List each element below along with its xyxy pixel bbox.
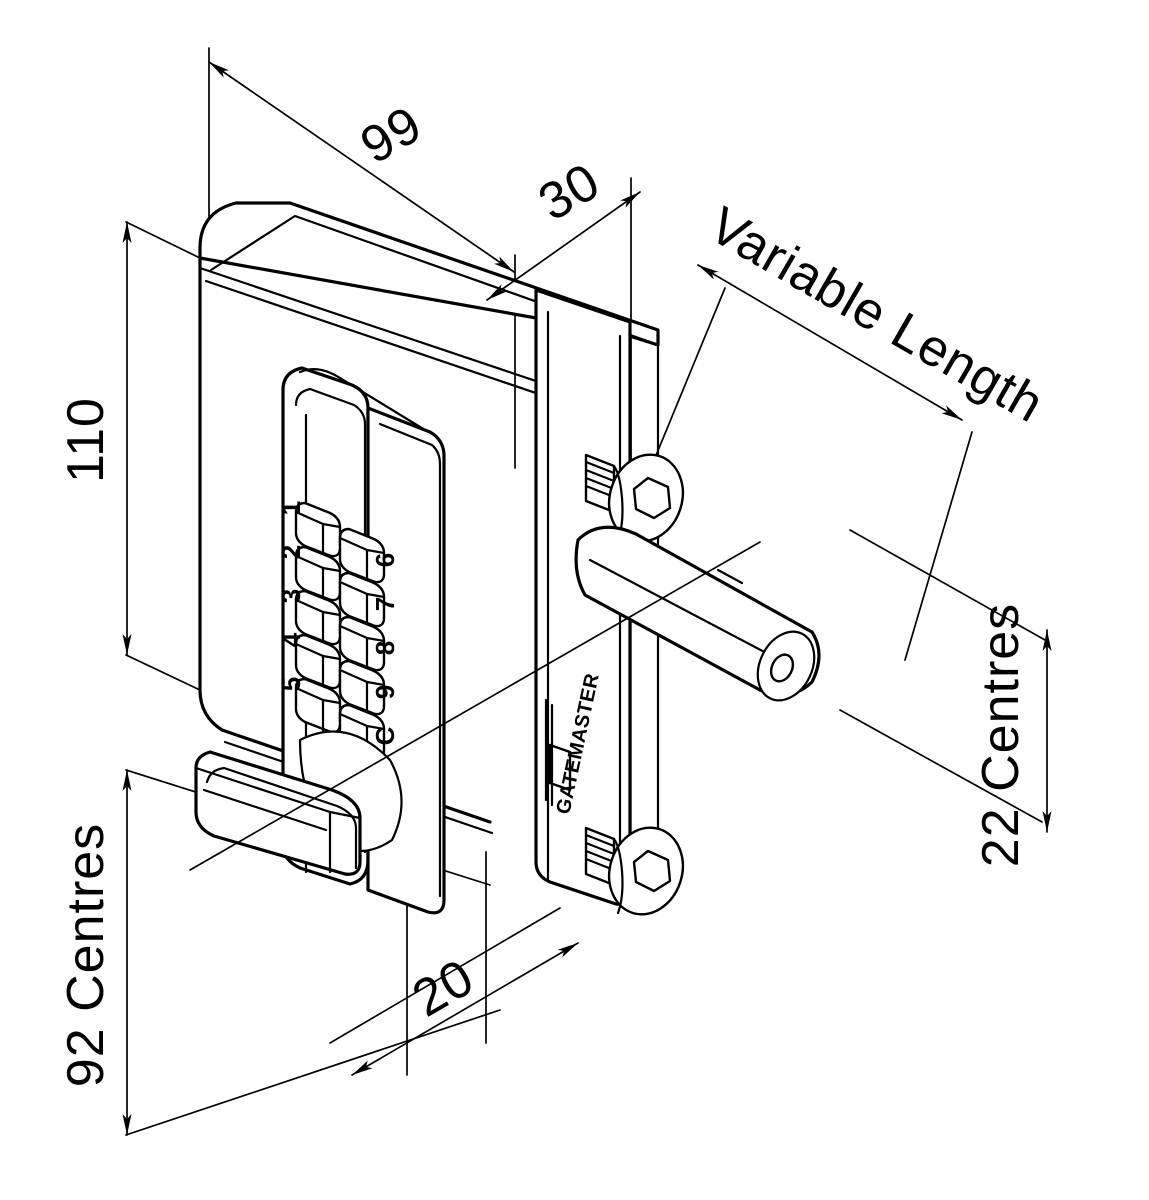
key-label-clear: C <box>370 726 400 745</box>
spindle-bolt <box>574 525 821 702</box>
key-label-1: 1 <box>276 501 306 515</box>
lower-fixing-bolt <box>584 826 685 916</box>
dimension-lines <box>122 61 1052 1136</box>
lock-case <box>534 288 632 906</box>
key-label-8: 8 <box>370 641 400 655</box>
key-label-5: 5 <box>276 677 306 691</box>
keypad-button[interactable] <box>294 501 342 558</box>
keypad-button[interactable] <box>338 527 386 584</box>
dimension-label-22-centres: 22 Centres <box>972 603 1030 867</box>
dimension-label-110: 110 <box>57 397 115 483</box>
keypad-button[interactable] <box>338 571 386 628</box>
keypad-legends: 1 2 3 4 5 6 7 8 9 C <box>276 501 400 746</box>
thumbturn-handle[interactable] <box>194 730 403 876</box>
keypad-buttons[interactable] <box>294 501 386 760</box>
dimension-label-92-centres: 92 Centres <box>57 823 115 1087</box>
upper-fixing-bolt <box>584 453 685 543</box>
key-label-4: 4 <box>276 632 306 647</box>
key-label-2: 2 <box>276 545 306 559</box>
keypad-button[interactable] <box>338 659 386 716</box>
key-label-7: 7 <box>370 597 400 611</box>
key-label-9: 9 <box>370 685 400 699</box>
keypad-button[interactable] <box>338 615 386 672</box>
key-label-6: 6 <box>370 553 400 567</box>
key-label-3: 3 <box>276 589 306 603</box>
